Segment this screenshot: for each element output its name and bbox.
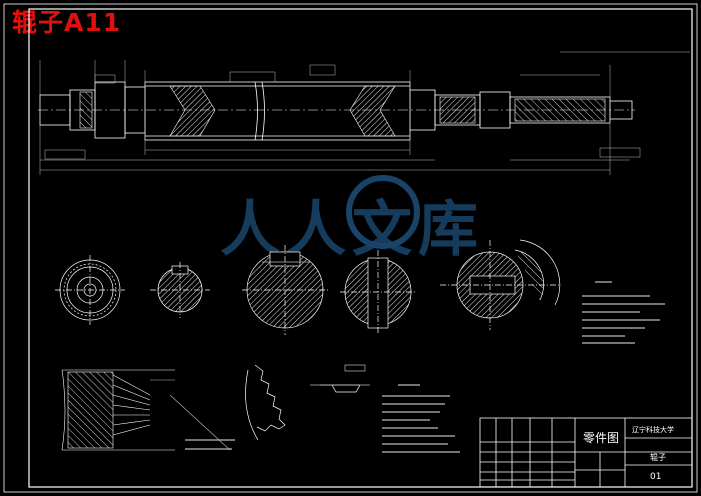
gear-params bbox=[382, 384, 460, 453]
watermark-circle bbox=[346, 175, 420, 249]
end-view bbox=[55, 255, 125, 325]
part-number: 01 bbox=[650, 472, 661, 482]
shaft-hatching bbox=[79, 85, 606, 137]
part-name: 辊子 bbox=[650, 452, 666, 462]
drawing-name: 零件图 bbox=[583, 431, 619, 445]
detail-spline-sector bbox=[440, 239, 561, 330]
inner-border bbox=[28, 8, 693, 488]
gear-profile bbox=[245, 364, 286, 441]
section-c bbox=[340, 250, 416, 335]
watermark: 人人文库 bbox=[220, 175, 484, 265]
drawing-title: 辊子A11 bbox=[12, 8, 122, 37]
outer-border bbox=[3, 3, 698, 493]
tool-profile bbox=[310, 364, 370, 393]
main-dimensions bbox=[39, 51, 690, 175]
section-b bbox=[242, 245, 330, 335]
knurl-detail bbox=[61, 369, 231, 451]
section-a bbox=[150, 262, 210, 318]
watermark-text: 人人文库 bbox=[220, 195, 484, 265]
school-name: 辽宁科技大学 bbox=[632, 425, 674, 434]
tech-notes bbox=[582, 281, 665, 344]
title-block bbox=[479, 417, 693, 488]
knurl-note bbox=[185, 439, 235, 450]
